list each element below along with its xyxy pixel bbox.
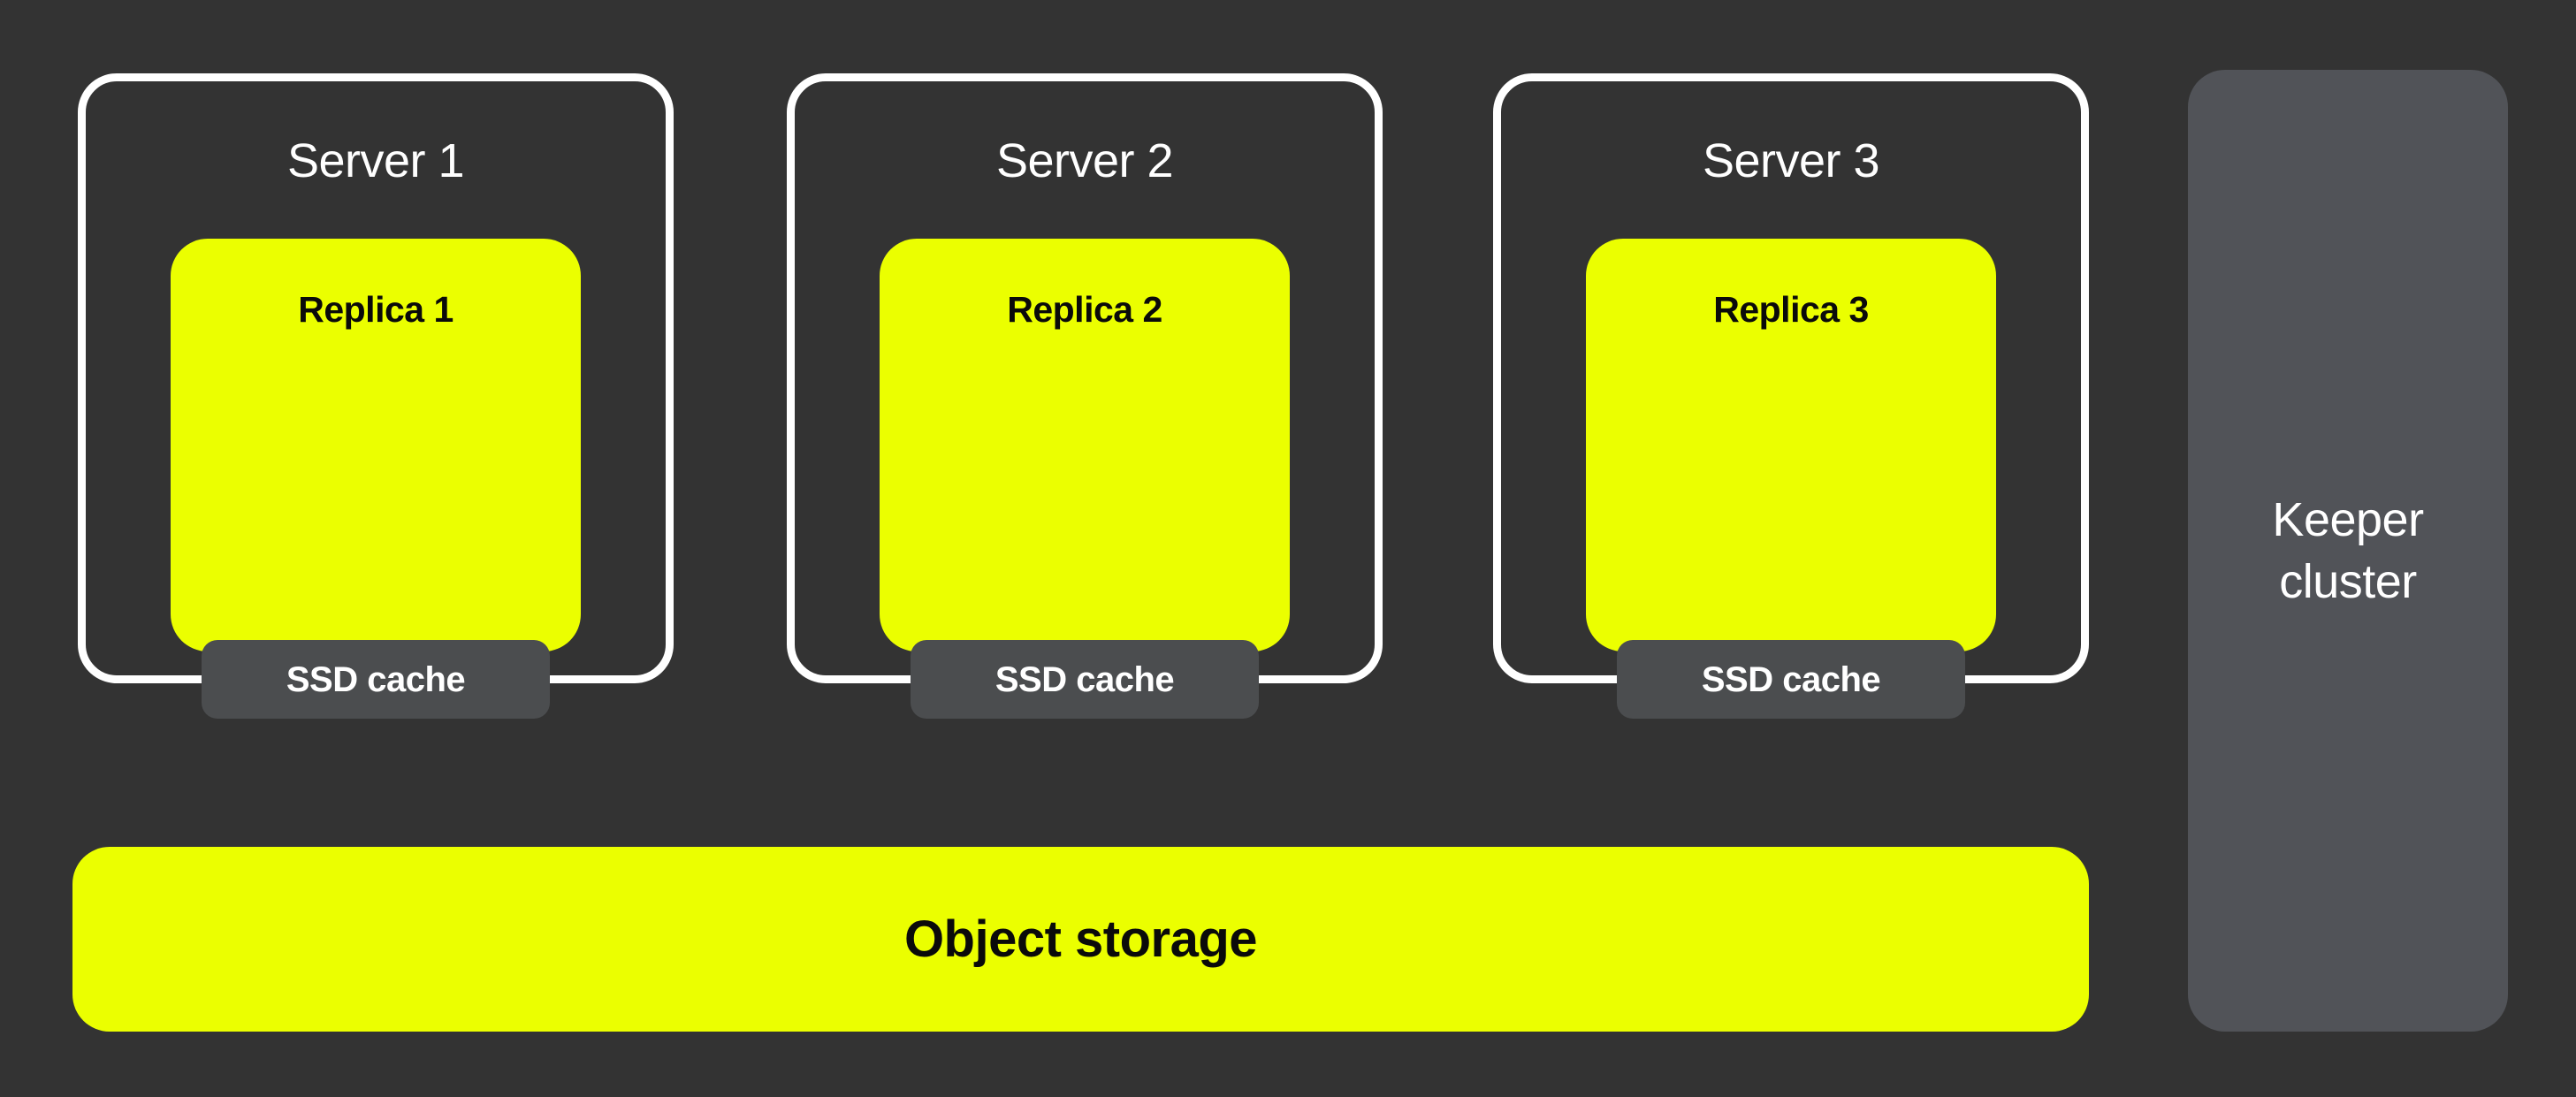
ssd-cache-2-label: SSD cache [995, 659, 1175, 699]
ssd-cache-3-label: SSD cache [1701, 659, 1881, 699]
object-storage-label: Object storage [903, 910, 1258, 968]
ssd-cache-2-box: SSD cache [911, 640, 1259, 719]
object-storage-box: Object storage [72, 847, 2089, 1032]
replica-2-label: Replica 2 [1007, 289, 1162, 330]
server-3-label: Server 3 [1702, 134, 1880, 187]
server-1-label: Server 1 [286, 134, 465, 187]
replica-3-box: Replica 3 [1586, 239, 1996, 651]
server-2-label: Server 2 [995, 134, 1174, 187]
keeper-cluster-label: Keeper cluster [2272, 493, 2424, 608]
replica-1-label: Replica 1 [298, 289, 453, 330]
server-3-box: Server 3 Replica 3 SSD cache [1493, 73, 2089, 719]
ssd-cache-1-label: SSD cache [286, 659, 466, 699]
replica-3-label: Replica 3 [1713, 289, 1869, 330]
ssd-cache-1-box: SSD cache [202, 640, 550, 719]
keeper-cluster-box: Keeper cluster [2188, 70, 2508, 1032]
server-2-box: Server 2 Replica 2 SSD cache [787, 73, 1383, 719]
replica-1-box: Replica 1 [171, 239, 581, 651]
replica-2-box: Replica 2 [880, 239, 1290, 651]
ssd-cache-3-box: SSD cache [1617, 640, 1965, 719]
server-1-box: Server 1 Replica 1 SSD cache [78, 73, 674, 719]
